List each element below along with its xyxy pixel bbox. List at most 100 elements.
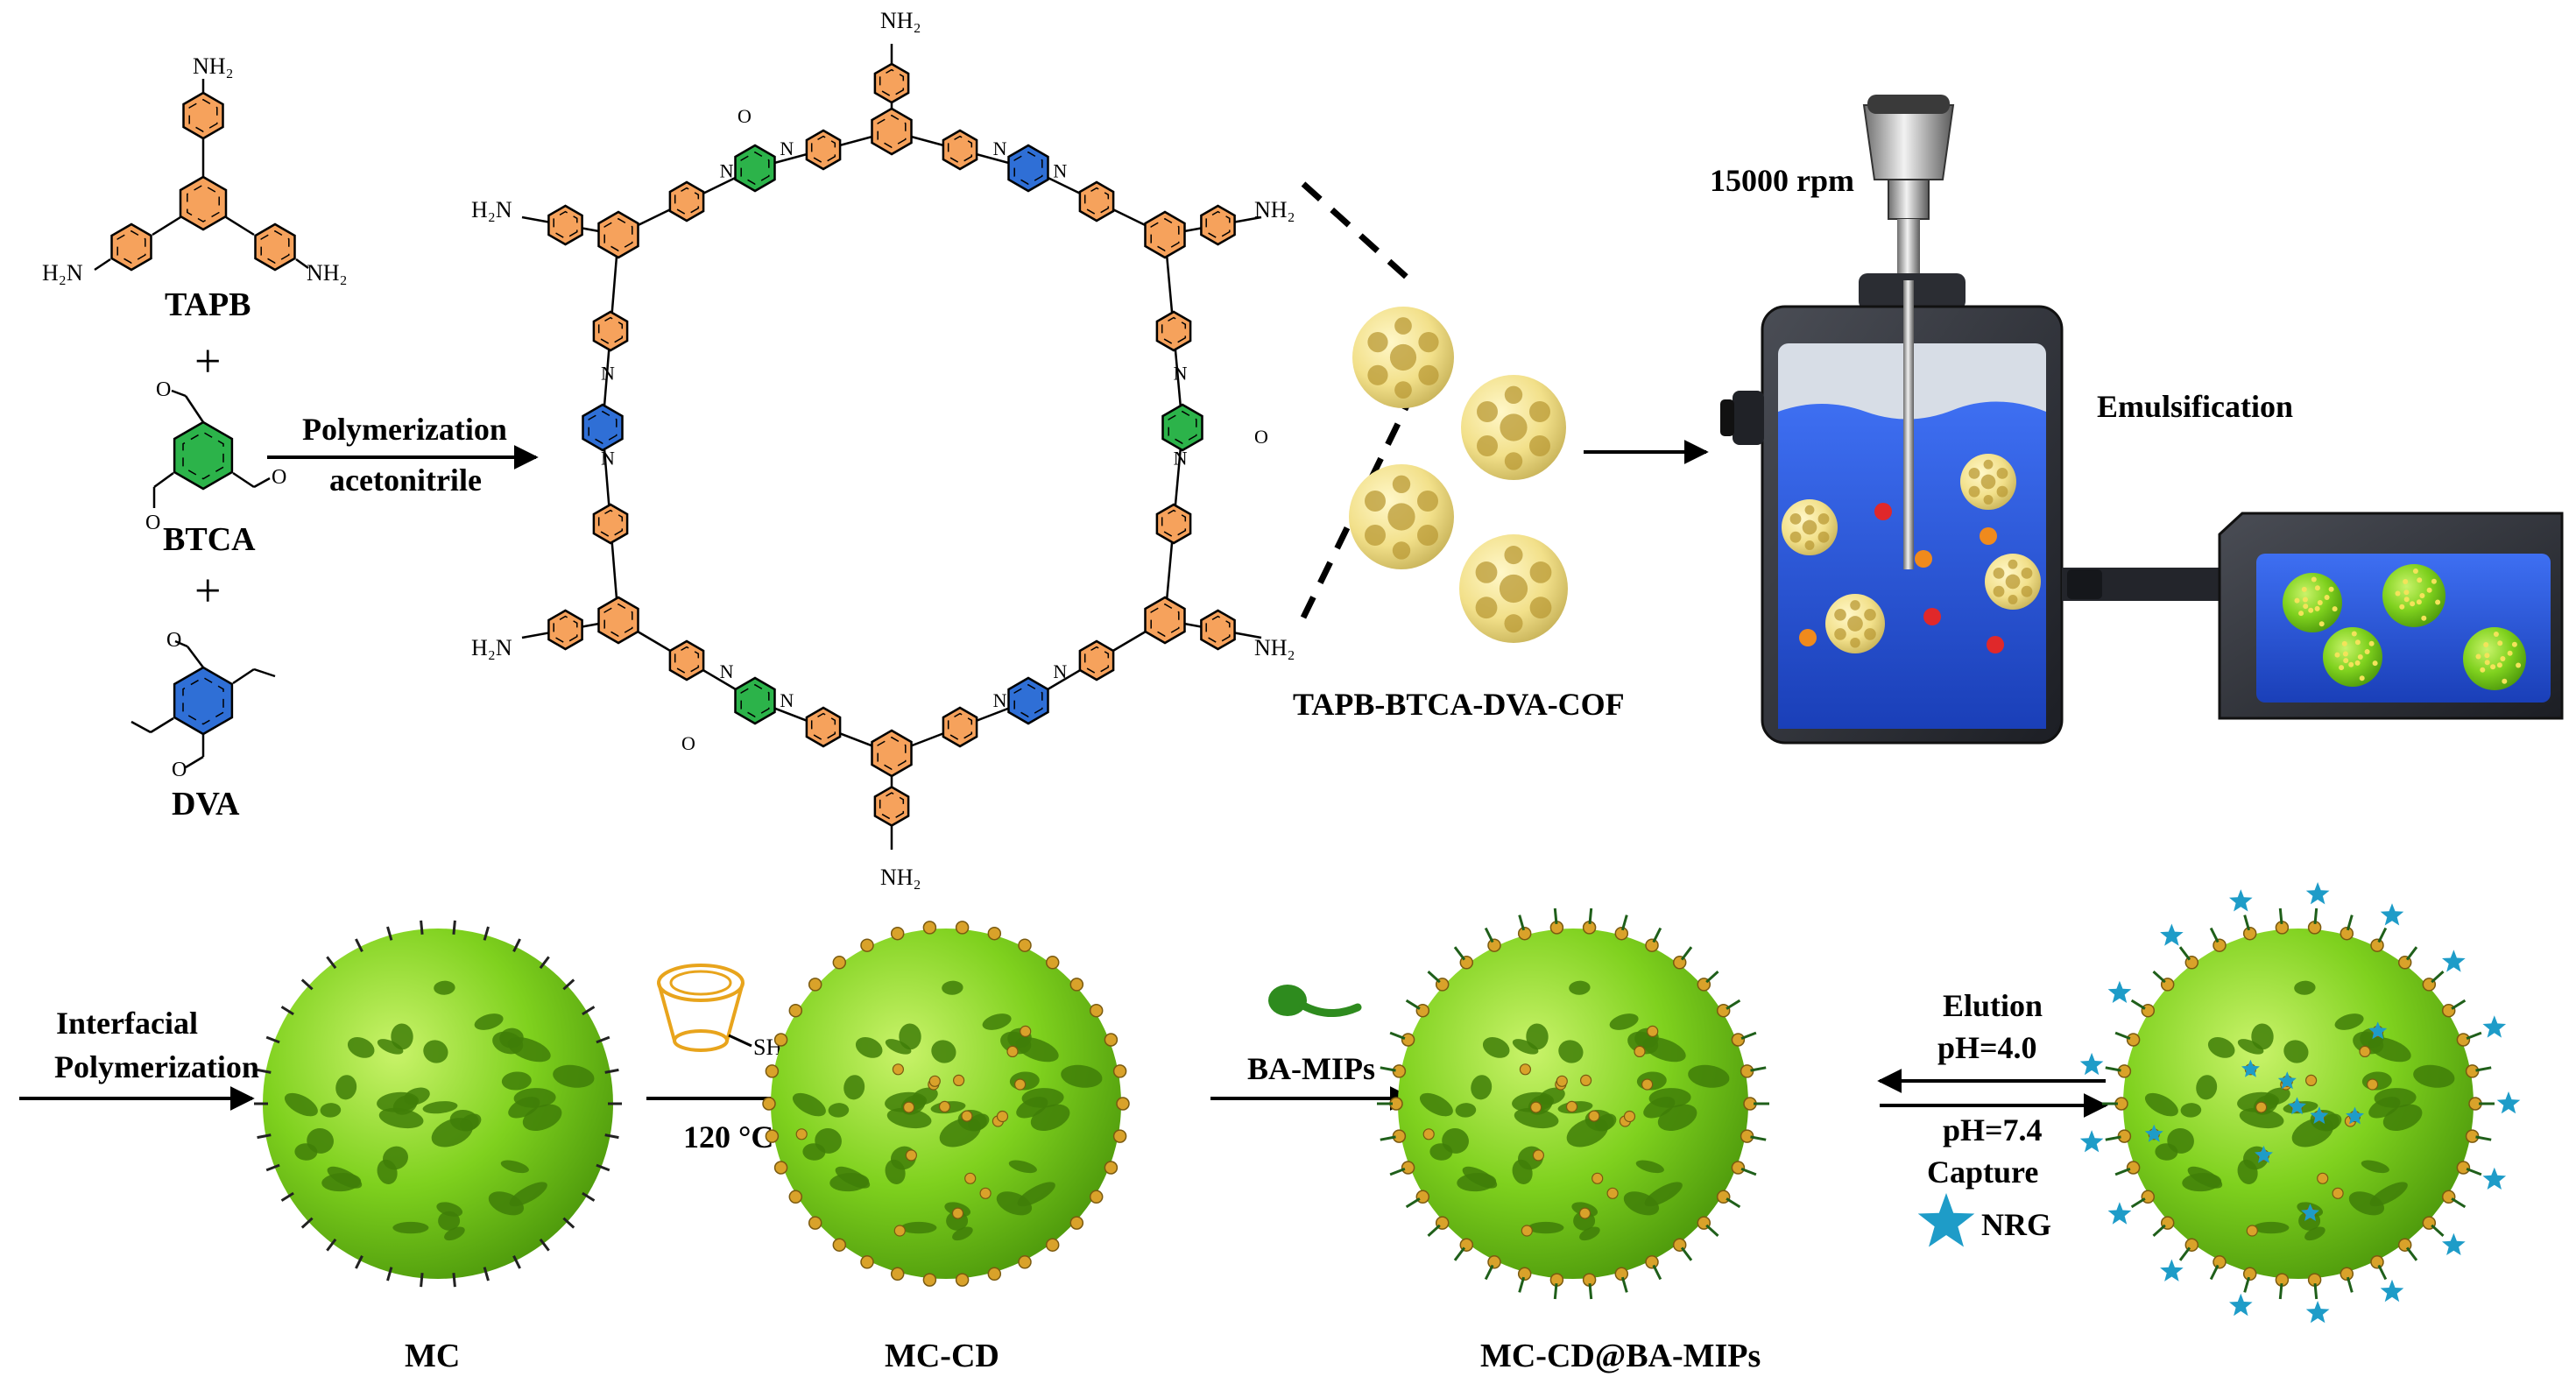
stirrer-speed: 15000 rpm [1710, 163, 1854, 198]
bond-line [185, 755, 204, 769]
cof-tapb-core [1144, 596, 1186, 645]
atom-label: O [1254, 426, 1268, 448]
bond-line [253, 477, 271, 489]
atom-label: O [172, 759, 187, 781]
atom-label: O [166, 629, 181, 652]
cof-amine-upper-right: NH₂ [1254, 197, 1295, 222]
bond-line [295, 258, 309, 270]
cof-amine-lower-right: NH₂ [1254, 635, 1295, 660]
cof-phenyl-ring [942, 706, 978, 748]
tapb-ring-top [182, 91, 224, 140]
emulsifier-apparatus: 15000 rpm Emulsification [1710, 95, 2564, 745]
mc-sphere [254, 920, 622, 1288]
cof-phenyl-ring [592, 310, 629, 352]
btca-ring [173, 420, 234, 491]
cof-phenyl-ring [547, 204, 583, 246]
cof-btca-ring [734, 676, 776, 725]
cof-tapb-core [871, 729, 913, 778]
mc-cd-sphere [762, 921, 1130, 1287]
bond-line [184, 395, 205, 423]
cof-sphere [1461, 375, 1566, 480]
btca-structure: O O O BTCA [145, 378, 286, 558]
cof-amine-upper-left: H₂N [471, 197, 512, 222]
plus-sign-1: + [194, 335, 221, 387]
bond-line [152, 215, 181, 237]
atom-label: O [145, 512, 160, 534]
cof-sphere [1459, 534, 1568, 643]
emulsion-droplet [2463, 627, 2526, 690]
ba-mips-icon [1268, 985, 1362, 1018]
cof-phenyl-ring [1200, 609, 1236, 651]
cof-tapb-core [1144, 210, 1186, 259]
cof-sphere [1352, 307, 1454, 408]
atom-label: N [1174, 363, 1188, 385]
cof-phenyl-ring [805, 706, 842, 748]
cof-amine-bottom: NH₂ [880, 865, 921, 890]
atom-label: N [780, 138, 794, 159]
cof-btca-ring [1161, 403, 1203, 452]
reaction-label-1: Polymerization [302, 412, 507, 447]
bond-line [131, 720, 152, 734]
capture-label-1: pH=7.4 [1943, 1112, 2043, 1147]
cof-dva-ring [1007, 676, 1049, 725]
dva-structure: O O DVA [131, 629, 276, 823]
cof-label: TAPB-BTCA-DVA-COF [1293, 687, 1625, 722]
mc-cd-ba-mips-label: MC-CD@BA-MIPs [1480, 1338, 1761, 1374]
dva-label: DVA [172, 786, 240, 823]
atom-label: N [993, 138, 1007, 159]
cof-phenyl-ring [1078, 180, 1115, 222]
elution-label-1: Elution [1943, 988, 2043, 1023]
tapb-ring-right [254, 222, 296, 272]
atom-label: N [720, 160, 734, 182]
cof-tapb-core [597, 210, 639, 259]
bond-line [171, 389, 187, 398]
tapb-ring-left [110, 222, 152, 272]
cof-amine-lower-left: H₂N [471, 635, 512, 660]
tapb-amine-right: NH₂ [307, 260, 348, 286]
cof-phenyl-ring [592, 503, 629, 545]
atom-label: O [156, 378, 171, 401]
bond-line [225, 215, 255, 237]
temperature-label: 120 °C [683, 1119, 773, 1155]
cof-phenyl-ring [942, 129, 978, 171]
mc-label: MC [405, 1338, 460, 1374]
atom-label: O [272, 466, 286, 489]
cof-phenyl-ring [668, 180, 705, 222]
atom-label: N [601, 447, 615, 469]
cof-phenyl-ring [1155, 310, 1192, 352]
cof-phenyl-ring [547, 609, 583, 651]
thiol-cyclodextrin-icon: SH [657, 964, 782, 1060]
cof-tapb-core [871, 107, 913, 156]
atom-label: N [720, 660, 734, 682]
bond-line [174, 639, 188, 648]
cof-spheres [1349, 307, 1568, 643]
elution-label-2: pH=4.0 [1937, 1030, 2037, 1065]
emulsification-label: Emulsification [2097, 389, 2293, 424]
bond-line [253, 667, 276, 678]
bond-line [232, 667, 255, 685]
emulsion-droplet [2283, 573, 2342, 632]
emulsion-droplet [2323, 627, 2382, 687]
bond-line [94, 258, 111, 272]
interfacial-label-2: Polymerization [54, 1049, 259, 1084]
cof-phenyl-ring [1078, 639, 1115, 681]
cof-tapb-core [597, 596, 639, 645]
btca-label: BTCA [163, 521, 256, 558]
atom-label: N [993, 689, 1007, 711]
bond-line [187, 646, 204, 668]
atom-label: N [1053, 660, 1067, 682]
tapb-ring-center [179, 175, 228, 231]
zoom-line-top [1301, 181, 1413, 283]
nrg-star-icon [1917, 1193, 1975, 1247]
cof-dva-ring [582, 403, 624, 452]
bond-line [153, 471, 174, 489]
tapb-amine-top: NH₂ [193, 53, 234, 79]
tapb-label: TAPB [165, 286, 251, 323]
atom-label: N [1174, 447, 1188, 469]
cof-dva-ring [1007, 144, 1049, 193]
reaction-label-2: acetonitrile [329, 463, 482, 498]
polymerization-arrow: Polymerization acetonitrile [267, 412, 539, 498]
interfacial-label-1: Interfacial [56, 1006, 198, 1041]
bond-line [150, 717, 174, 734]
